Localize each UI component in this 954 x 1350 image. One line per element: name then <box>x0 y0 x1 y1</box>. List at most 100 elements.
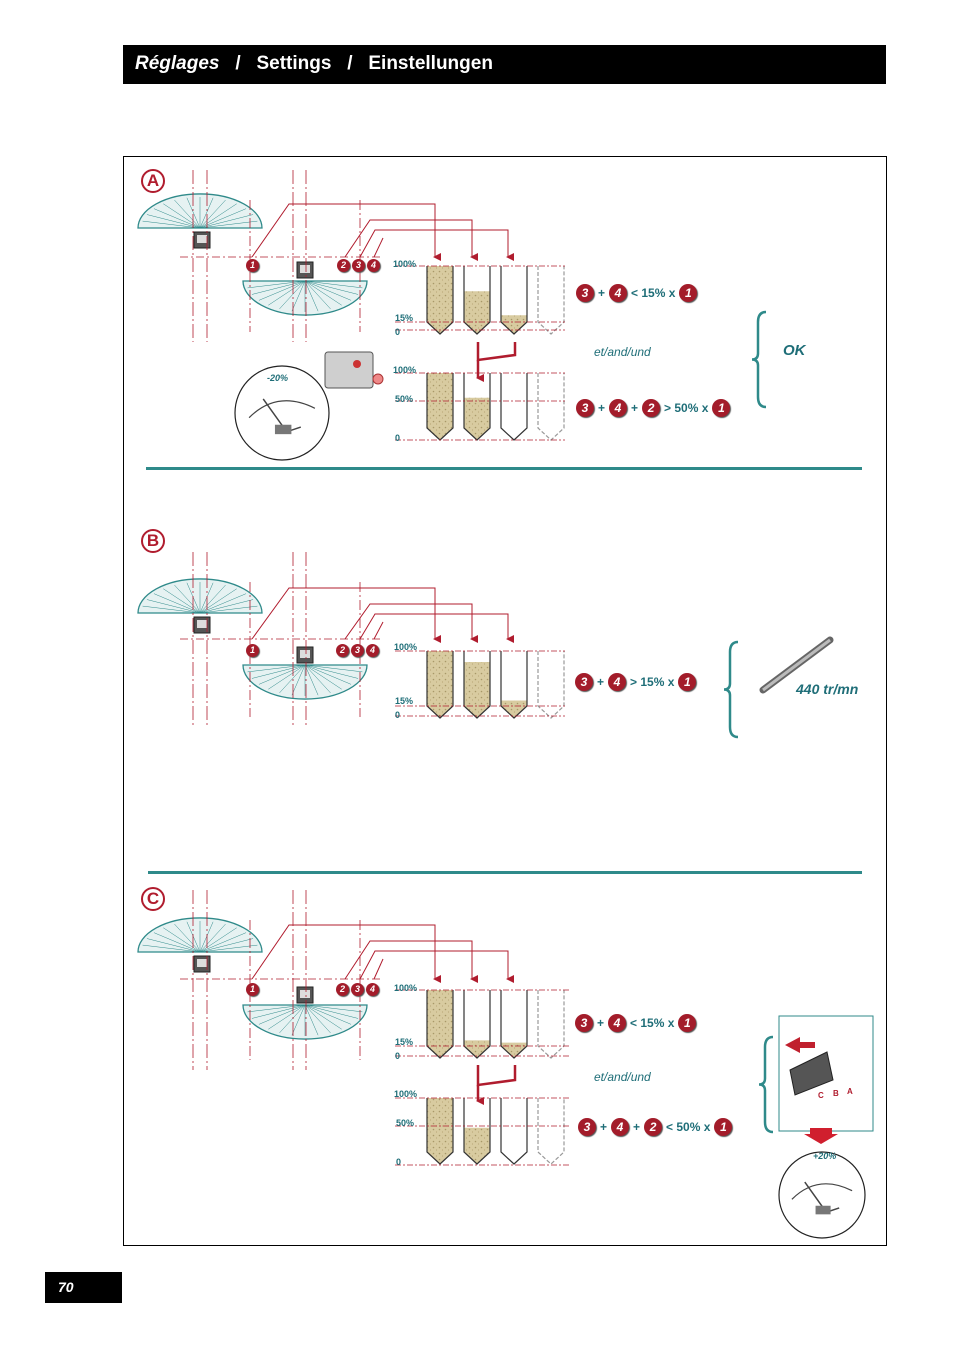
spreader-badge-2: 2 <box>336 983 349 996</box>
fan-ray <box>251 1004 306 1019</box>
transfer-arrow <box>476 1065 517 1087</box>
fan-ray <box>174 584 201 614</box>
badge-1: 1 <box>678 1014 697 1032</box>
fan-ray <box>291 1004 306 1036</box>
collection-tray <box>426 990 454 1059</box>
fan-ray <box>304 1004 363 1013</box>
pto-shaft-highlight <box>762 638 831 692</box>
fan-ray <box>199 220 258 229</box>
fan-ray <box>199 197 214 229</box>
fan-ray <box>199 199 226 229</box>
fan-ray <box>304 664 331 694</box>
fan-ray <box>304 1004 319 1036</box>
tractor-cab <box>300 265 310 273</box>
fan-ray <box>291 664 306 696</box>
feed-line <box>373 237 384 258</box>
fan-ray <box>304 1004 342 1030</box>
spreader-badge-3: 3 <box>351 983 364 996</box>
badge-3: 3 <box>578 1118 596 1136</box>
fan-ray <box>146 938 201 953</box>
tray-fill <box>501 315 527 334</box>
tray-label-100: 100% <box>393 259 417 269</box>
lever-inset-circle <box>778 1151 866 1239</box>
fan-ray <box>153 932 201 953</box>
tray-fill <box>464 1127 490 1164</box>
brace <box>751 310 767 409</box>
tray-fill <box>464 1040 490 1058</box>
fan-ray <box>199 605 258 614</box>
tractor-cab <box>300 990 310 998</box>
section-letter-c: C <box>141 887 165 911</box>
page-number-box: 70 <box>45 1272 122 1303</box>
feed-line <box>373 958 384 980</box>
spreader-badge-4: 4 <box>367 259 380 272</box>
tray-fill <box>427 373 453 440</box>
lever-inset-circle <box>234 365 330 461</box>
feed-line <box>359 950 514 983</box>
comparison: < 50% x <box>666 1120 711 1134</box>
feed-line <box>251 924 441 983</box>
fan-ray <box>186 582 201 614</box>
formula-b1: 3 + 4 > 15% x 1 <box>575 672 697 692</box>
fan-ray <box>199 938 254 953</box>
collection-tray <box>537 266 565 335</box>
left-arrow-icon <box>785 1037 815 1053</box>
fan-ray <box>304 280 319 312</box>
badge-3: 3 <box>576 399 594 417</box>
fan-ray <box>199 203 237 229</box>
fan-ray <box>142 944 201 953</box>
fan-ray <box>247 664 306 673</box>
fan-ray <box>153 593 201 614</box>
tray-label-0: 0 <box>396 1157 402 1167</box>
collection-tray <box>537 651 565 719</box>
fan-ray <box>199 582 214 614</box>
tray-fill <box>427 266 453 334</box>
fan-ray <box>304 280 342 306</box>
feed-line <box>344 940 478 983</box>
conjunction: et/and/und <box>594 345 651 359</box>
formula-c1: 3 + 4 < 15% x 1 <box>575 1013 697 1033</box>
fan-ray <box>304 1004 359 1019</box>
tray-label-100: 100% <box>393 365 417 375</box>
plus-sign: + <box>598 286 606 300</box>
fan-ray <box>304 280 363 289</box>
tray-label-0: 0 <box>395 710 401 720</box>
feed-line <box>373 621 384 640</box>
fan-ray <box>163 203 201 229</box>
collection-tray <box>537 1098 565 1165</box>
fan-ray <box>251 280 306 295</box>
fan-ray <box>279 664 306 694</box>
pto-speed: 440 tr/mn <box>796 681 859 697</box>
adjuster-lever-icon <box>789 1051 834 1096</box>
fan-ray <box>304 664 352 685</box>
fan-ray <box>268 1004 306 1030</box>
tray-label-100: 100% <box>394 1089 418 1099</box>
spreader-badge-1: 1 <box>246 983 259 996</box>
collection-tray <box>500 651 528 719</box>
collection-tray <box>500 266 528 335</box>
tray-fill <box>501 700 527 718</box>
fan-ray <box>153 208 201 229</box>
comparison: > 15% x <box>630 675 675 689</box>
badge-1: 1 <box>679 284 698 302</box>
feed-line <box>344 603 478 643</box>
badge-4: 4 <box>609 399 628 417</box>
collection-tray <box>537 373 565 441</box>
fan-ray <box>142 220 201 229</box>
fan-ray <box>268 664 306 690</box>
plus-sign: + <box>633 1120 641 1134</box>
scale-letter-b: B <box>833 1089 839 1098</box>
fan-ray <box>199 927 237 953</box>
spreader-badge-1: 1 <box>246 259 259 272</box>
spreader-badge-2: 2 <box>337 259 350 272</box>
lever-sketch <box>274 424 292 435</box>
fan-ray <box>199 944 258 953</box>
collection-tray <box>426 651 454 719</box>
tray-fill <box>427 651 453 718</box>
comparison: < 15% x <box>630 1016 675 1030</box>
tray-fill <box>427 1098 453 1164</box>
feed-line <box>359 229 514 261</box>
badge-1: 1 <box>712 399 731 417</box>
fan-ray <box>174 199 201 229</box>
fan-ray <box>258 664 306 685</box>
